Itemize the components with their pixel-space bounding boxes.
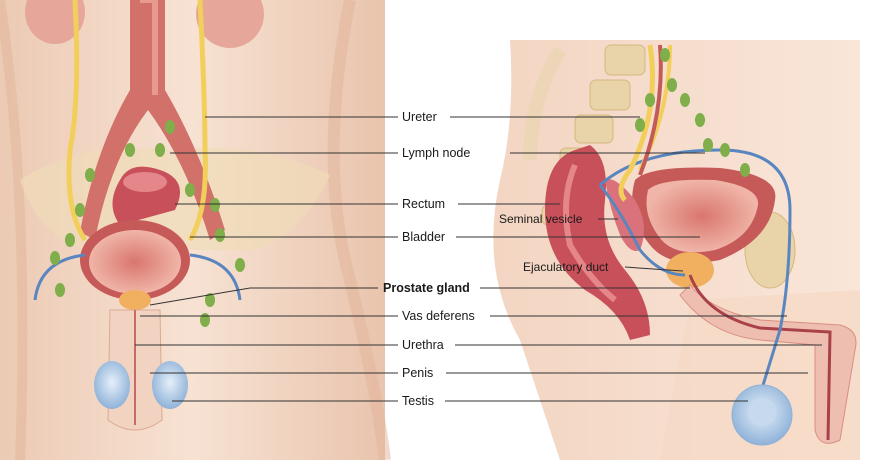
label-prostate-gland: Prostate gland: [383, 281, 470, 295]
leader-ejaculatory-duct: [624, 266, 684, 272]
side-vas-deferens: [599, 148, 792, 396]
front-testis-right: [152, 361, 188, 409]
side-view: [493, 40, 860, 460]
front-lymph-nodes: [50, 120, 245, 327]
front-prostate: [119, 290, 151, 310]
right-ureter: [187, 0, 208, 242]
leader-prostate-left: [149, 287, 378, 306]
front-vas-deferens-left: [33, 253, 86, 301]
label-testis: Testis: [402, 394, 434, 408]
front-view: [0, 0, 391, 461]
label-vas-deferens: Vas deferens: [402, 309, 475, 323]
side-urethra: [688, 274, 832, 441]
label-rectum: Rectum: [402, 197, 446, 211]
label-ejaculatory-duct: Ejaculatory duct: [523, 260, 609, 274]
front-testis-left: [94, 361, 130, 409]
side-prostate: [666, 252, 714, 288]
label-bladder: Bladder: [402, 230, 446, 244]
label-urethra: Urethra: [402, 338, 444, 352]
right-kidney: [196, 0, 264, 48]
left-kidney: [25, 0, 85, 44]
left-ureter: [66, 0, 88, 242]
side-lymph-nodes: [635, 48, 750, 177]
side-rectum: [545, 145, 650, 340]
label-lymph-node: Lymph node: [402, 146, 471, 160]
aorta: [80, 0, 225, 240]
front-vas-deferens-right: [189, 253, 242, 301]
label-seminal-vesicle: Seminal vesicle: [499, 212, 583, 226]
side-ureter: [618, 44, 655, 202]
side-seminal-vesicle: [605, 179, 644, 251]
side-penis: [679, 284, 857, 444]
label-ureter: Ureter: [402, 110, 437, 124]
leader-lines: [135, 116, 822, 402]
label-penis: Penis: [402, 366, 434, 380]
